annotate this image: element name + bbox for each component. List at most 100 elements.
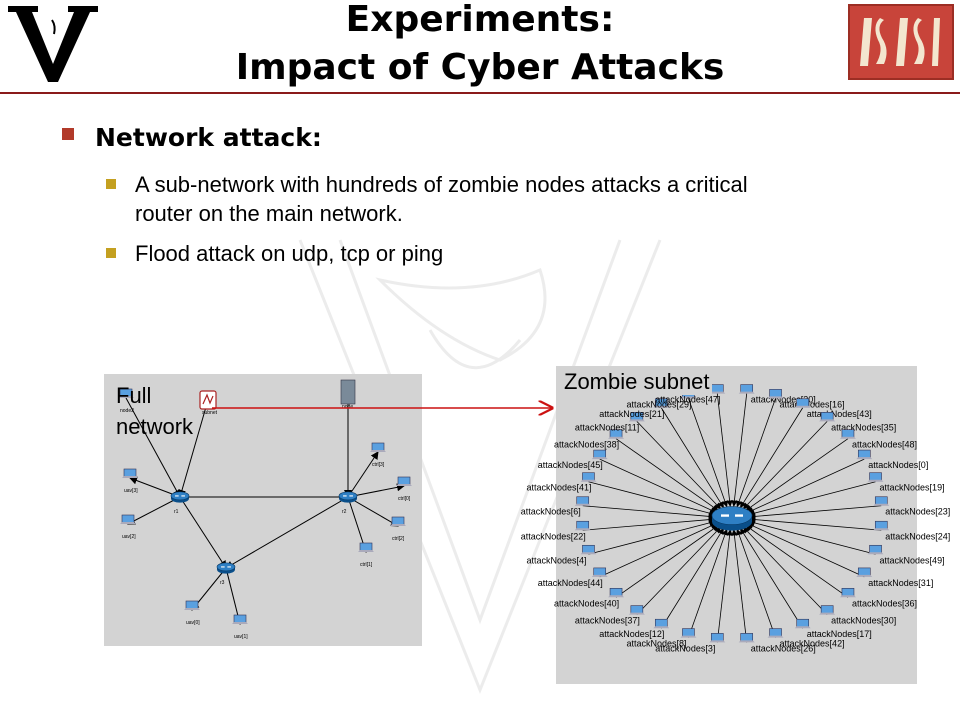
zombie-node-label: attackNodes[29] <box>626 399 691 409</box>
network-link <box>225 567 243 625</box>
zombie-node-label: attackNodes[44] <box>538 578 603 588</box>
attack-link <box>660 407 724 509</box>
attack-link <box>740 527 804 629</box>
attack-link <box>731 393 748 507</box>
full-network-diagram <box>104 374 422 646</box>
node-label: r2 <box>342 509 347 515</box>
network-link <box>178 399 209 498</box>
network-link <box>127 496 181 525</box>
zombie-node-label: attackNodes[42] <box>780 639 845 649</box>
attack-link <box>740 407 804 509</box>
zombie-subnet-label: Zombie subnet <box>562 368 712 395</box>
zombie-node-label: attackNodes[16] <box>780 399 845 409</box>
laptop-icon <box>232 614 248 624</box>
zombie-node-icon <box>574 496 591 506</box>
attack-link <box>636 421 722 510</box>
zombie-node-label: attackNodes[26] <box>751 643 816 653</box>
sub-bullet-1-line1: A sub-network with hundreds of zombie no… <box>135 172 748 197</box>
zombie-node-icon <box>794 398 811 408</box>
sub-bullet-2: Flood attack on udp, tcp or ping <box>135 241 444 266</box>
network-link <box>347 451 379 498</box>
zombie-node-icon <box>819 412 836 422</box>
zombie-node-icon <box>574 520 591 531</box>
node-label: node2 <box>120 408 134 414</box>
laptop-icon <box>120 514 136 524</box>
target-router-icon <box>711 506 753 531</box>
zombie-node-label: attackNodes[24] <box>885 531 950 541</box>
attack-link <box>748 519 876 555</box>
zombie-node-label: attackNodes[12] <box>599 629 664 639</box>
laptop-icon <box>390 516 406 526</box>
zombie-node-label: attackNodes[36] <box>852 598 917 608</box>
attack-link <box>731 529 748 643</box>
zombie-node-label: attackNodes[47] <box>655 395 720 405</box>
network-link <box>225 496 349 569</box>
zombie-node-label: attackNodes[40] <box>554 598 619 608</box>
attack-link <box>660 527 724 629</box>
sub-bullet-1-line2: router on the main network. <box>135 201 403 226</box>
zombie-node-icon <box>591 567 608 577</box>
zombie-node-icon <box>794 618 811 629</box>
zombie-node-icon <box>767 389 784 399</box>
attack-link <box>582 505 715 520</box>
zombie-node-icon <box>709 384 726 394</box>
node-label: r1 <box>174 509 179 515</box>
title-divider <box>0 92 960 94</box>
zombie-node-label: attackNodes[8] <box>626 639 686 649</box>
zombie-node-icon <box>653 398 670 408</box>
zombie-node-icon <box>591 449 608 460</box>
zombie-node-icon <box>839 429 856 439</box>
zombie-node-icon <box>873 496 890 506</box>
attack-link <box>588 519 716 555</box>
zombie-node-icon <box>608 587 625 598</box>
network-link <box>179 496 227 569</box>
zombie-node-label: attackNodes[4] <box>526 555 586 565</box>
zombie-node-label: attackNodes[49] <box>880 555 945 565</box>
zombie-node-label: attackNodes[23] <box>885 507 950 517</box>
attack-link <box>615 525 719 598</box>
zombie-node-label: attackNodes[35] <box>831 422 896 432</box>
zombie-node-label: attackNodes[41] <box>526 483 591 493</box>
server-icon <box>340 379 356 405</box>
zombie-node-icon <box>608 429 625 439</box>
zombie-node-icon <box>839 587 856 598</box>
vanderbilt-logo <box>8 6 98 82</box>
zombie-node-icon <box>856 567 873 577</box>
attack-link <box>636 526 722 615</box>
laptop-icon <box>358 542 374 552</box>
zombie-node-icon <box>680 628 697 638</box>
sub-bullet-marker-icon <box>106 179 116 189</box>
zombie-node-label: attackNodes[0] <box>868 460 928 470</box>
router-icon <box>216 562 236 574</box>
zombie-node-label: attackNodes[11] <box>575 422 639 432</box>
node-label: uav[1] <box>234 634 248 640</box>
zombie-node-icon <box>628 605 645 615</box>
zombie-node-icon <box>738 384 755 394</box>
subnet-icon <box>199 390 217 410</box>
attack-link <box>588 481 716 517</box>
zombie-node-label: attackNodes[38] <box>554 440 619 450</box>
zombie-node-label: attackNodes[30] <box>831 616 896 626</box>
zombie-node-icon <box>709 633 726 643</box>
main-bullet: Network attack: <box>95 123 322 152</box>
attack-link <box>599 523 717 578</box>
attack-link <box>716 393 733 507</box>
attack-link <box>736 398 776 508</box>
network-link <box>347 496 399 527</box>
zombie-node-label: attackNodes[17] <box>807 629 872 639</box>
node-label: uav[2] <box>122 534 136 540</box>
zombie-node-icon <box>873 520 890 531</box>
node-label: uav[0] <box>186 620 200 626</box>
zombie-node-icon <box>580 544 597 555</box>
node-label: ctrl[1] <box>360 562 373 568</box>
bullet-marker-icon <box>62 128 74 140</box>
attack-link <box>742 421 828 510</box>
node-label: uav[3] <box>124 488 138 494</box>
attack-link <box>742 526 828 615</box>
attack-link <box>745 438 849 511</box>
zombie-node-icon <box>767 628 784 638</box>
isis-logo <box>848 4 954 80</box>
zombie-node-label: attackNodes[20] <box>751 395 816 405</box>
laptop-icon <box>396 476 412 486</box>
